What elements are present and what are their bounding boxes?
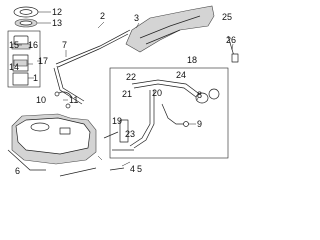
- callout-7: 7: [62, 40, 67, 50]
- callout-2: 2: [100, 11, 105, 21]
- callout-13: 13: [52, 18, 62, 28]
- callout-23: 23: [125, 129, 135, 139]
- pump-lock-ring-part: [13, 6, 39, 18]
- fuel-tank-strap-loop: [53, 65, 85, 105]
- callout-3: 3: [134, 13, 139, 23]
- fuel-pump-module-box: [7, 30, 41, 88]
- leader-lines: [17, 11, 234, 167]
- callout-14: 14: [9, 62, 19, 72]
- callout-9: 9: [197, 119, 202, 129]
- callout-18: 18: [187, 55, 197, 65]
- callout-16: 16: [28, 40, 38, 50]
- callout-6: 6: [15, 166, 20, 176]
- small-bolts: [65, 103, 125, 171]
- callout-8: 8: [197, 90, 202, 100]
- tank-strap-part: [7, 149, 97, 177]
- breather-pipe-part: [103, 131, 134, 151]
- callout-10: 10: [36, 95, 46, 105]
- callout-5: 5: [137, 164, 142, 174]
- fuel-system-parts-diagram: 12 13 15 16 17 14 1 10 11 2 7 3 4 5 6 18…: [7, 5, 239, 177]
- callout-24: 24: [176, 70, 186, 80]
- callout-19: 19: [112, 116, 122, 126]
- fuel-tank-strap-long: [55, 29, 131, 68]
- callout-26: 26: [226, 35, 236, 45]
- hose-clip-part: [54, 91, 73, 99]
- filler-hose-part: [119, 90, 155, 149]
- fuel-tank-part: [11, 113, 97, 165]
- vent-hose-part: [161, 103, 189, 127]
- callout-12: 12: [52, 7, 62, 17]
- clamp-25-part: [227, 35, 239, 63]
- callout-17: 17: [38, 56, 48, 66]
- callout-25: 25: [222, 12, 232, 22]
- callout-15: 15: [9, 40, 19, 50]
- filler-neck-part: [131, 79, 220, 104]
- callout-4: 4: [130, 164, 135, 174]
- callout-11: 11: [69, 95, 78, 105]
- callout-21: 21: [122, 89, 132, 99]
- callout-labels: 12 13 15 16 17 14 1 10 11 2 7 3 4 5 6 18…: [9, 7, 236, 176]
- callout-20: 20: [152, 88, 162, 98]
- filler-neck-box: [109, 67, 229, 159]
- heat-shield-part: [125, 5, 215, 53]
- pump-gasket-part: [14, 18, 38, 28]
- callout-22: 22: [126, 72, 136, 82]
- callout-1: 1: [33, 73, 38, 83]
